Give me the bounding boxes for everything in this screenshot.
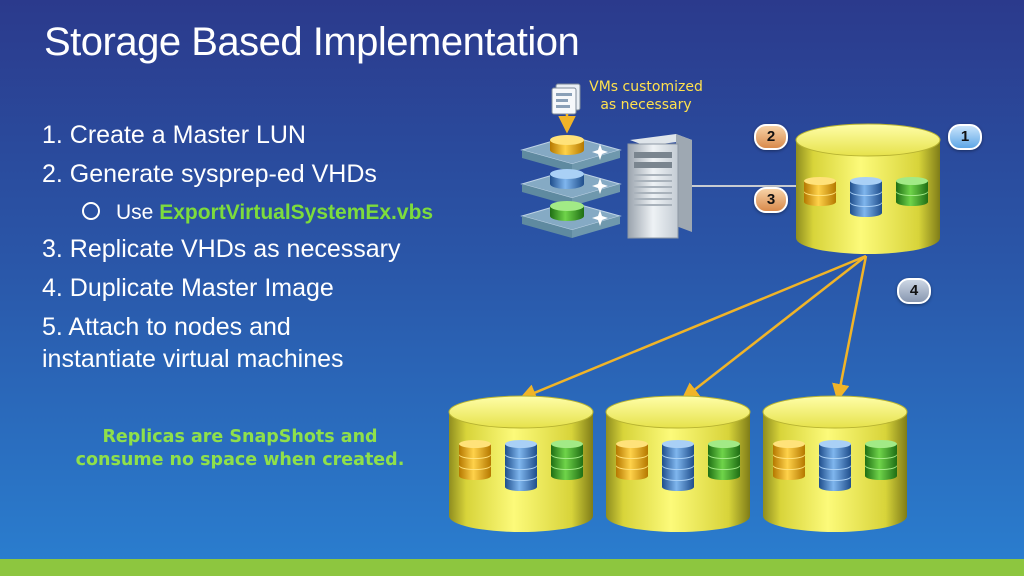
arrow-to-replica-2	[681, 255, 867, 401]
vm-document-icon	[551, 83, 581, 115]
replica-1-orange-disk-icon	[459, 440, 491, 458]
step-1: 1. Create a Master LUN	[42, 121, 306, 149]
step-5-continued: instantiate virtual machines	[42, 345, 344, 373]
vm-note-line-2: as necessary	[600, 97, 692, 113]
script-name: ExportVirtualSystemEx.vbs	[159, 201, 434, 224]
arrow-to-replica-3	[832, 255, 868, 402]
replica-2-blue-disk-icon	[662, 440, 694, 458]
replica-3-blue-disk-icon	[819, 440, 851, 458]
tray-disk-blue-icon	[550, 169, 584, 189]
vhd-disk-stacks	[459, 177, 928, 491]
tray-disk-orange-icon	[550, 135, 584, 155]
replica-1-green-disk-icon	[551, 440, 583, 458]
replica-3-green-disk-icon	[865, 440, 897, 458]
vm-note-line-1: VMs customized	[589, 79, 703, 95]
badge-1: 1	[948, 124, 982, 150]
step-2: 2. Generate sysprep-ed VHDs	[42, 160, 377, 188]
bottom-accent-bar	[0, 559, 1024, 576]
master-orange-disk-icon	[804, 177, 836, 195]
replica-note-line-1: Replicas are SnapShots and	[102, 427, 378, 447]
replica-3-orange-disk-icon	[773, 440, 805, 458]
sparkle-icons	[592, 144, 608, 226]
replica-1-blue-disk-icon	[505, 440, 537, 458]
arrow-to-replica-1	[518, 254, 867, 401]
step-5: 5. Attach to nodes and	[42, 313, 291, 341]
master-green-disk-icon	[896, 177, 928, 195]
sub-bullet: Use ExportVirtualSystemEx.vbs	[82, 198, 433, 228]
replication-arrows	[518, 254, 868, 402]
slide-title: Storage Based Implementation	[44, 20, 580, 64]
step-3: 3. Replicate VHDs as necessary	[42, 235, 401, 263]
replica-2-orange-disk-icon	[616, 440, 648, 458]
server-tower-icon	[627, 134, 692, 239]
hollow-circle-icon	[82, 202, 100, 220]
sub-bullet-prefix: Use	[116, 201, 160, 224]
step-4: 4. Duplicate Master Image	[42, 274, 334, 302]
replica-note-line-2: consume no space when created.	[75, 450, 405, 470]
replica-note: Replicas are SnapShots and consume no sp…	[60, 426, 420, 472]
replica-2-green-disk-icon	[708, 440, 740, 458]
tray-disk-green-icon	[550, 201, 584, 221]
badge-2: 2	[754, 124, 788, 150]
badge-4: 4	[897, 278, 931, 304]
badge-3: 3	[754, 187, 788, 213]
vm-note: VMs customized as necessary	[576, 78, 716, 114]
master-blue-disk-icon	[850, 177, 882, 195]
